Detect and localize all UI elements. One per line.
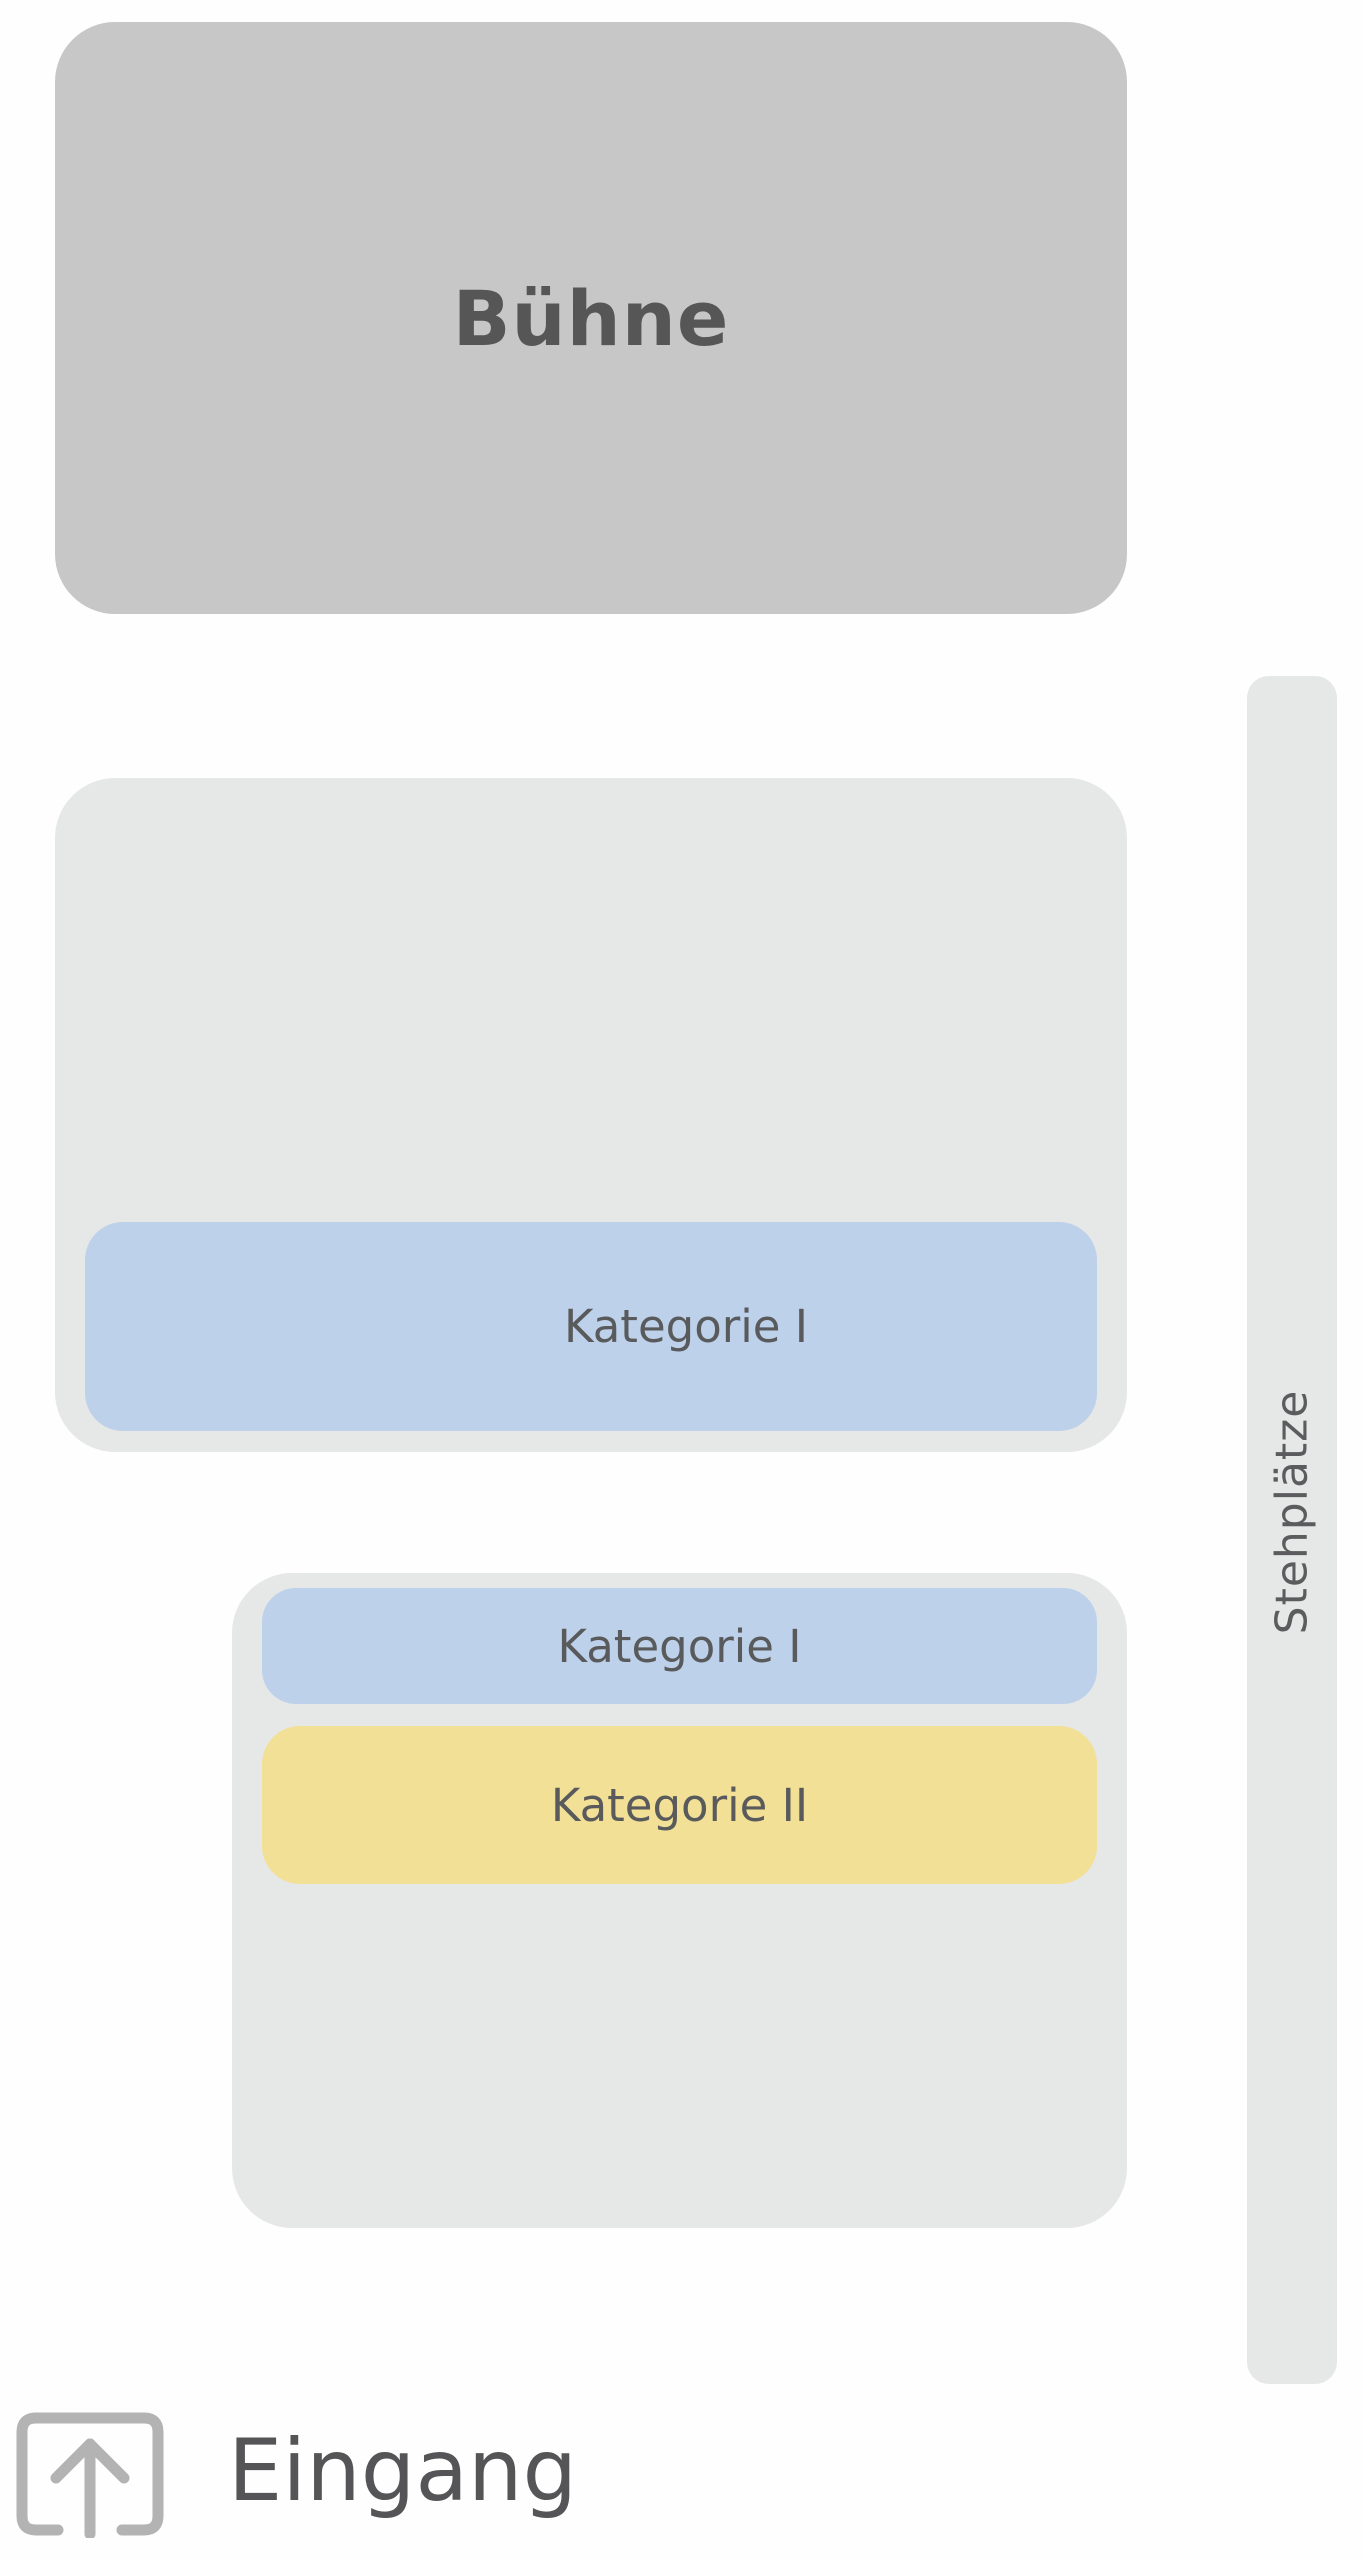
standing-area-label: Stehplätze [1266,1389,1318,1635]
entrance-arrow-up-icon [16,2412,164,2538]
zone-category-1-lower-label: Kategorie I [557,1619,802,1673]
zone-category-1-upper[interactable]: Kategorie I [85,1222,1097,1431]
entrance-label: Eingang [228,2421,578,2521]
standing-area[interactable] [1247,676,1337,2384]
zone-category-1-upper-label: Kategorie I [564,1300,808,1353]
stage-label: Bühne [452,273,730,363]
zone-category-1-lower[interactable]: Kategorie I [262,1588,1097,1704]
stage: Bühne [55,22,1127,614]
zone-category-2-lower-label: Kategorie II [550,1778,809,1832]
zone-category-2-lower[interactable]: Kategorie II [262,1726,1097,1884]
